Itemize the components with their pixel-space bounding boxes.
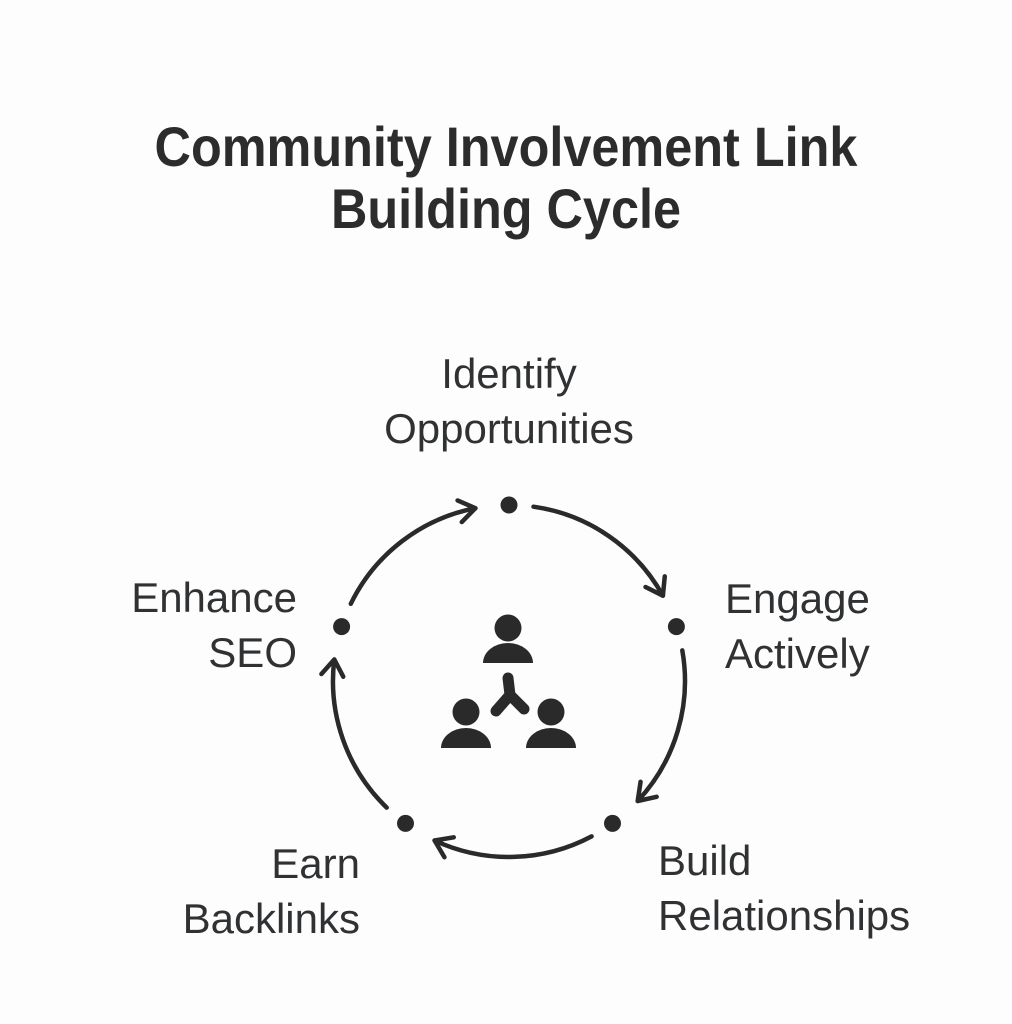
label-line: Earn <box>271 840 360 887</box>
label-line: Build <box>658 837 752 884</box>
label-line: Backlinks <box>182 895 360 942</box>
node-label-identify-opportunities: Identify Opportunities <box>384 346 634 456</box>
title-line-2: Building Cycle <box>330 177 682 240</box>
node-dot-earn-backlinks <box>397 814 414 832</box>
node-dot-engage-actively <box>667 618 685 636</box>
community-people-icon <box>441 614 576 748</box>
label-line: Actively <box>725 630 870 677</box>
node-label-build-relationships: Build Relationships <box>658 833 910 943</box>
label-line: Relationships <box>658 892 911 939</box>
node-dot-build-relationships <box>604 814 621 832</box>
node-dot-identify-opportunities <box>500 496 518 514</box>
arc-enhance-to-identify <box>348 498 478 607</box>
label-line: SEO <box>208 629 297 676</box>
y-connector <box>490 672 530 717</box>
arc-build-to-earn <box>432 834 594 860</box>
label-line: Opportunities <box>384 405 634 452</box>
label-line: Engage <box>725 575 870 622</box>
arc-identify-to-engage <box>531 504 668 598</box>
node-label-engage-actively: Engage Actively <box>725 571 870 681</box>
arc-earn-to-enhance <box>319 657 389 810</box>
node-label-earn-backlinks: Earn Backlinks <box>183 836 360 946</box>
node-dot-enhance-seo <box>333 618 351 636</box>
label-line: Identify <box>441 350 577 397</box>
node-label-enhance-seo: Enhance SEO <box>131 570 297 680</box>
page-title: Community Involvement Link Building Cycl… <box>51 116 962 240</box>
title-line-1: Community Involvement Link <box>154 115 858 178</box>
label-line: Enhance <box>131 574 297 621</box>
arc-engage-to-build <box>635 648 688 804</box>
